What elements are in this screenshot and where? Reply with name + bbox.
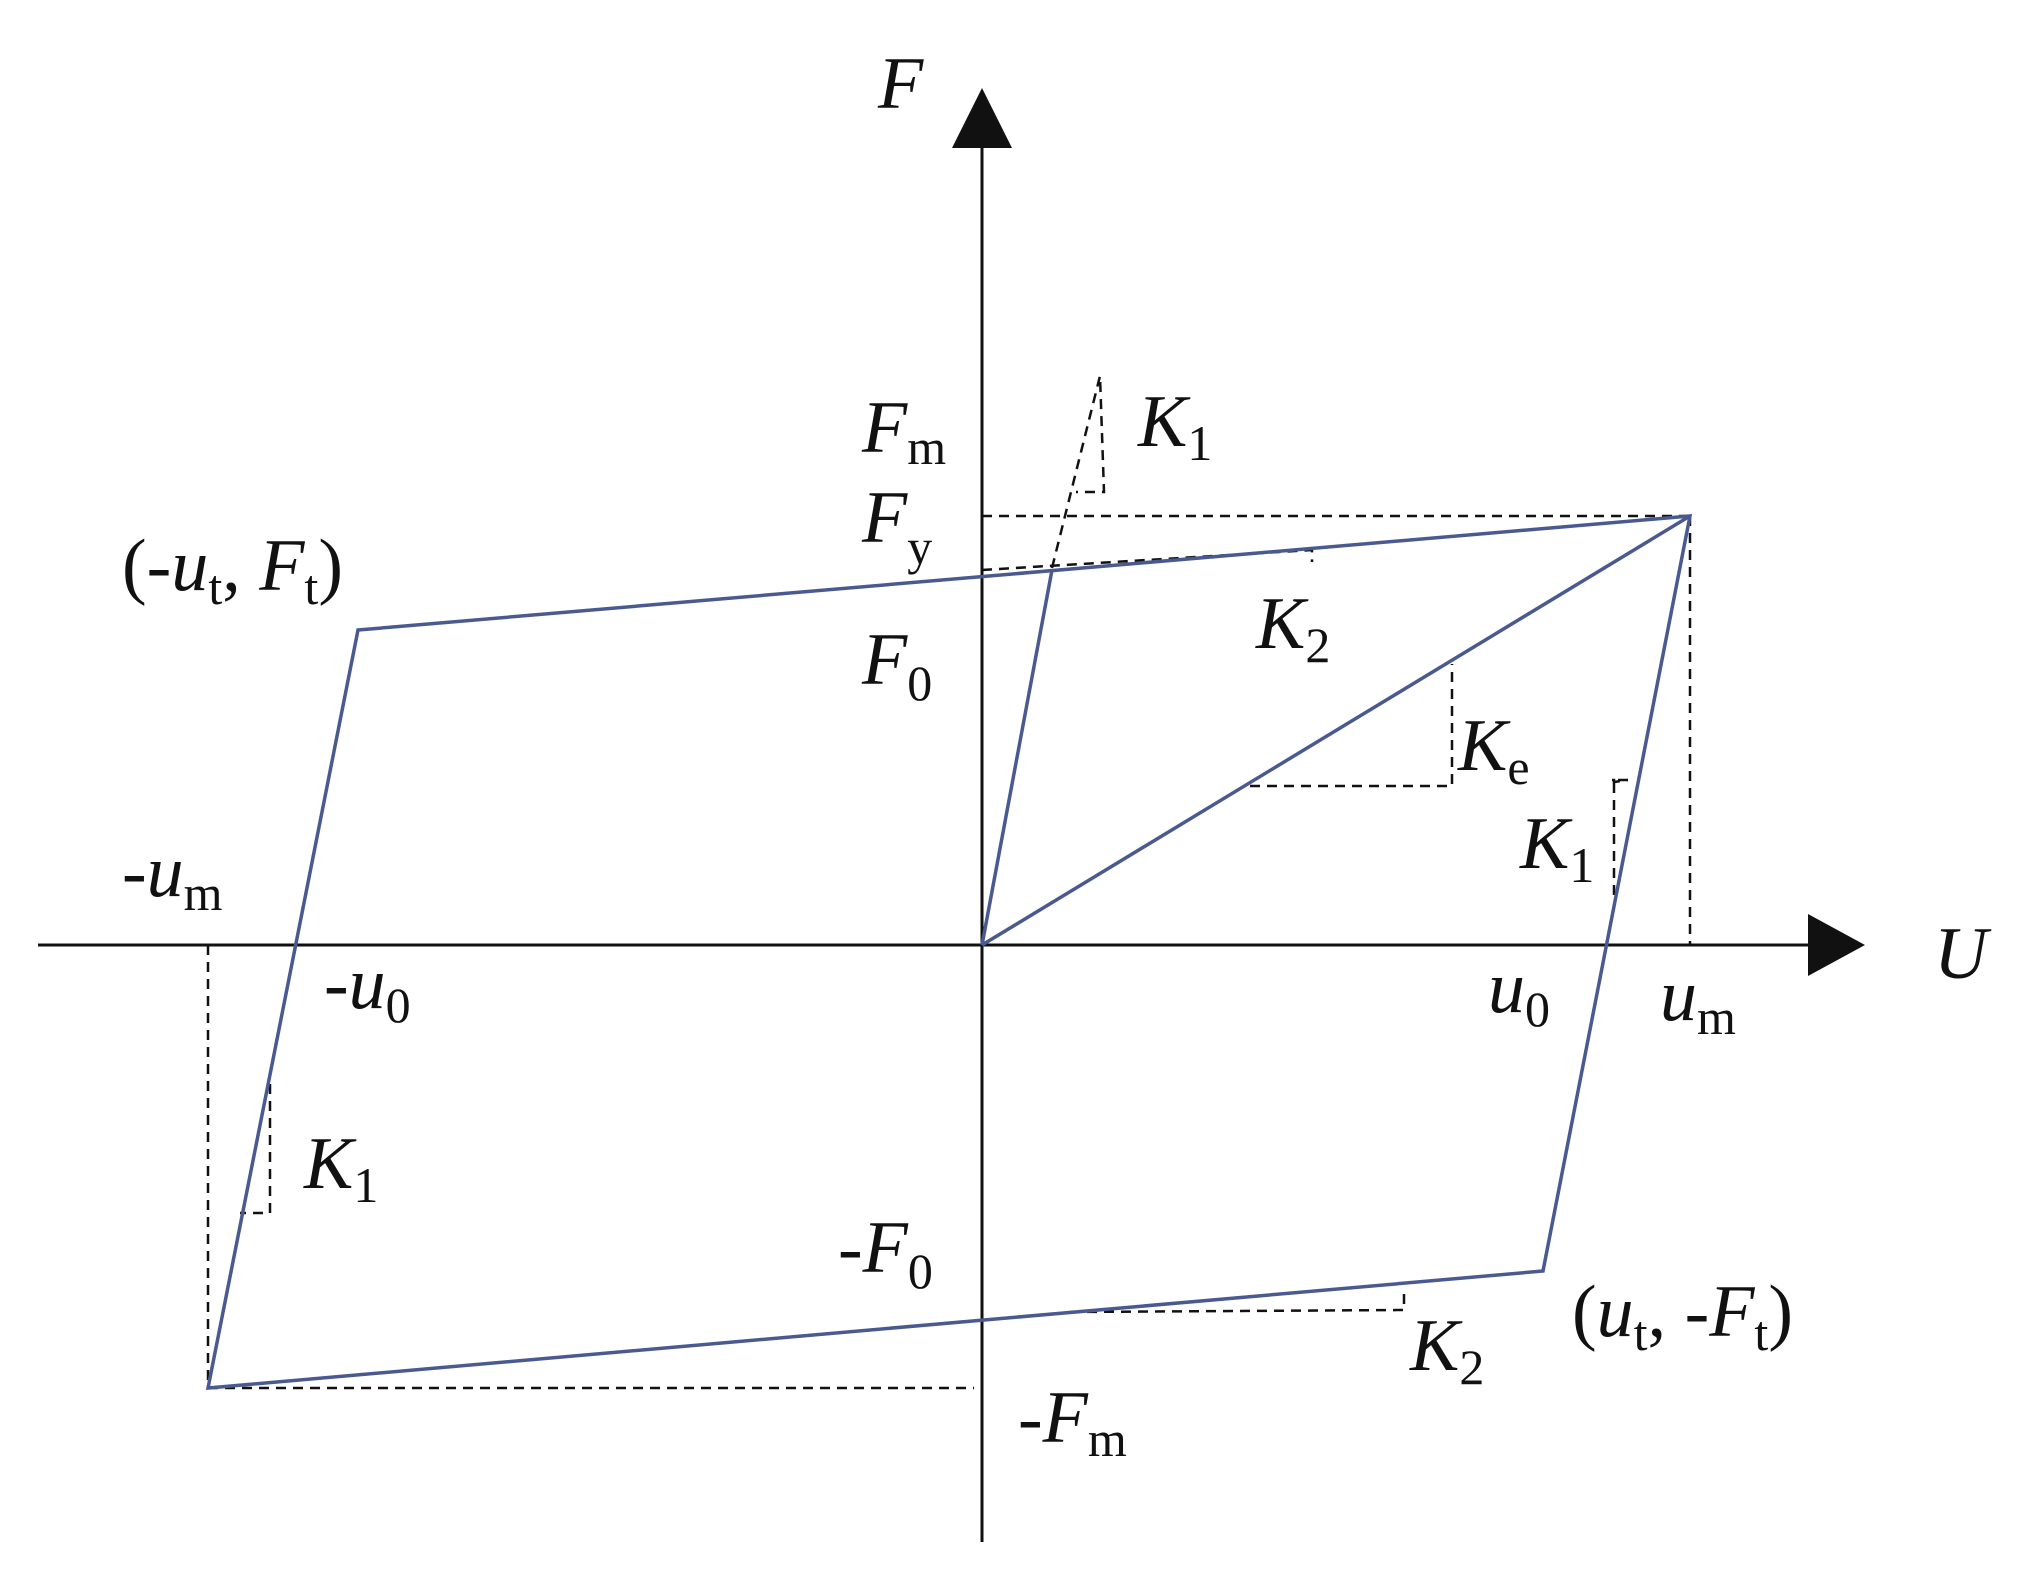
label-K1-top: K1 <box>1137 381 1212 471</box>
k1-elastic-extension <box>1050 375 1106 569</box>
hysteresis-curves <box>205 514 1693 1390</box>
hysteresis-loop <box>205 514 1693 1390</box>
ke-slope-triangle <box>1250 664 1454 788</box>
label-K1-right: K1 <box>1519 803 1594 893</box>
label-neg-F-0: -F0 <box>838 1207 933 1299</box>
k2-slope-triangle-bottom <box>1069 1293 1406 1314</box>
label-u-0: u0 <box>1488 947 1550 1037</box>
y-axis-arrowhead <box>952 88 1012 148</box>
label-neg-F-m: -Fm <box>1018 1377 1127 1467</box>
effective-stiffness-line <box>981 514 1691 947</box>
label-K2-top: K2 <box>1255 583 1330 673</box>
label-neg-u-m: -um <box>122 831 223 921</box>
label-K1-left: K1 <box>303 1123 378 1213</box>
label-F-y: Fy <box>861 477 932 575</box>
label-point-top-left: (-ut, Ft) <box>122 525 343 615</box>
label-F-0: F0 <box>861 619 932 711</box>
y-axis-name: F <box>877 43 924 125</box>
label-neg-u-0: -u0 <box>324 943 411 1033</box>
label-point-bottom-right: (ut, -Ft) <box>1572 1271 1793 1361</box>
x-axis-arrowhead <box>1808 914 1865 976</box>
label-K2-bottom: K2 <box>1409 1305 1484 1395</box>
label-F-m: Fm <box>861 387 946 475</box>
x-axis-name: U <box>1934 913 1992 995</box>
guide-lines <box>206 375 1692 1390</box>
k1-slope-triangle-right <box>1612 778 1629 784</box>
initial-loading-path <box>980 569 1054 946</box>
axes <box>38 88 1865 1542</box>
k1-slope-triangle-left <box>240 1084 272 1215</box>
label-u-m: um <box>1660 955 1736 1045</box>
k1-slope-triangle-right-bracket <box>1612 778 1628 898</box>
label-Ke: Ke <box>1457 705 1530 795</box>
